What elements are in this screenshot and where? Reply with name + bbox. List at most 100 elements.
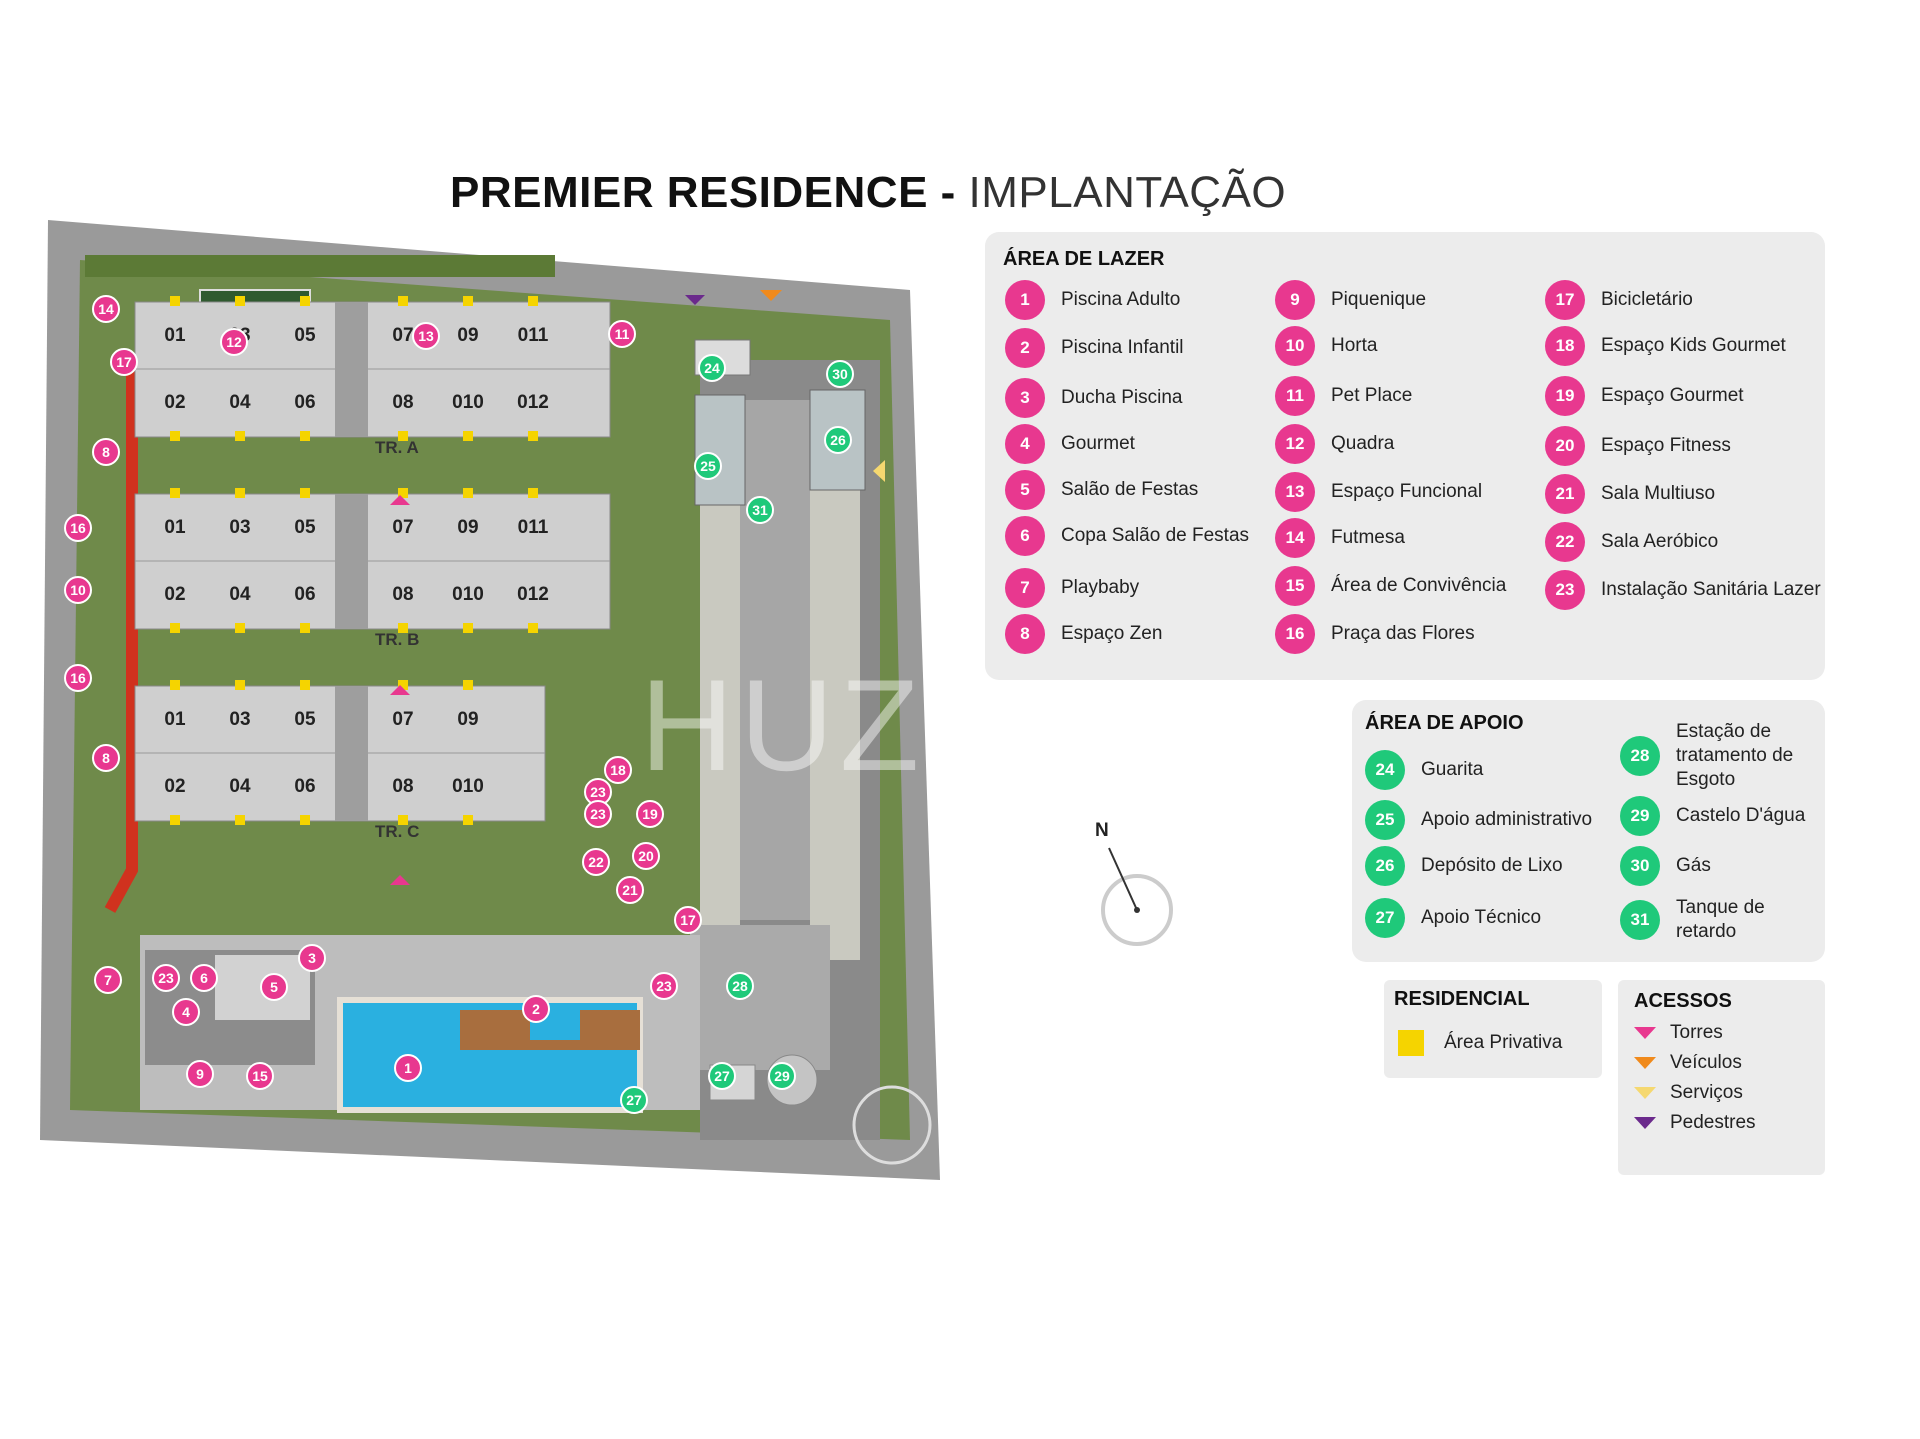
- map-pin[interactable]: 4: [172, 998, 200, 1026]
- private-area-marker: [235, 296, 245, 306]
- tower-a-label: TR. A: [375, 438, 419, 457]
- map-pin[interactable]: 24: [698, 354, 726, 382]
- legend-number: 30: [1620, 846, 1660, 886]
- unit-label: 09: [457, 325, 479, 346]
- map-pin[interactable]: 27: [620, 1086, 648, 1114]
- map-pin[interactable]: 31: [746, 496, 774, 524]
- map-pin[interactable]: 30: [826, 360, 854, 388]
- map-pin[interactable]: 10: [64, 576, 92, 604]
- legend-label: Depósito de Lixo: [1421, 855, 1563, 876]
- legend-label: Espaço Kids Gourmet: [1601, 335, 1786, 356]
- map-pin[interactable]: 23: [584, 800, 612, 828]
- map-pin[interactable]: 15: [246, 1062, 274, 1090]
- map-pin[interactable]: 25: [694, 452, 722, 480]
- private-area-marker: [300, 680, 310, 690]
- compass-label: N: [1095, 820, 1109, 841]
- map-pin[interactable]: 26: [824, 426, 852, 454]
- map-pin[interactable]: 1: [394, 1054, 422, 1082]
- map-pin[interactable]: 27: [708, 1062, 736, 1090]
- legend-label: Espaço Funcional: [1331, 481, 1483, 502]
- map-pin[interactable]: 18: [604, 756, 632, 784]
- private-area-marker: [398, 488, 408, 498]
- legend-number: 6: [1005, 516, 1045, 556]
- private-area-marker: [463, 488, 473, 498]
- title-light: IMPLANTAÇÃO: [968, 168, 1287, 217]
- vehicle-access-marker: [760, 290, 782, 301]
- tower-2-core: [335, 686, 368, 821]
- legend-label: Instalação Sanitária Lazer: [1601, 579, 1821, 600]
- legend-number: 19: [1545, 376, 1585, 416]
- map-pin[interactable]: 8: [92, 438, 120, 466]
- private-area-marker: [300, 431, 310, 441]
- map-pin[interactable]: 6: [190, 964, 218, 992]
- legend-private-area: Área Privativa: [1398, 1030, 1562, 1056]
- unit-label: 02: [164, 392, 186, 413]
- compass-icon: [1101, 847, 1173, 946]
- map-pin[interactable]: 14: [92, 295, 120, 323]
- tower-1-core: [335, 494, 368, 629]
- private-area-marker: [235, 680, 245, 690]
- map-pin[interactable]: 16: [64, 664, 92, 692]
- map-pin[interactable]: 5: [260, 973, 288, 1001]
- map-pin[interactable]: 8: [92, 744, 120, 772]
- map-pin[interactable]: 17: [674, 906, 702, 934]
- map-pin[interactable]: 28: [726, 972, 754, 1000]
- map-pin[interactable]: 9: [186, 1060, 214, 1088]
- unit-label: 010: [452, 392, 484, 413]
- private-area-marker: [528, 488, 538, 498]
- legend-number: 31: [1620, 900, 1660, 940]
- unit-label: 010: [452, 584, 484, 605]
- triangle-icon: [1634, 1027, 1656, 1039]
- unit-label: 06: [294, 776, 316, 797]
- private-area-marker: [463, 680, 473, 690]
- legend-number: 12: [1275, 424, 1315, 464]
- map-pin[interactable]: 23: [650, 972, 678, 1000]
- unit-label: 03: [229, 709, 251, 730]
- map-pin[interactable]: 7: [94, 966, 122, 994]
- private-area-marker: [235, 431, 245, 441]
- legend-number: 8: [1005, 614, 1045, 654]
- map-pin[interactable]: 3: [298, 944, 326, 972]
- legend-label: Guarita: [1421, 759, 1484, 780]
- unit-label: 02: [164, 776, 186, 797]
- map-pin[interactable]: 17: [110, 348, 138, 376]
- site-plan: TR. A TR. B TR. C 0103050709011020406080…: [40, 220, 940, 1190]
- unit-label: 012: [517, 584, 549, 605]
- map-pin[interactable]: 29: [768, 1062, 796, 1090]
- legend-number: 25: [1365, 800, 1405, 840]
- legend-number: 9: [1275, 280, 1315, 320]
- map-pin[interactable]: 21: [616, 876, 644, 904]
- triangle-icon: [1634, 1087, 1656, 1099]
- map-pin[interactable]: 19: [636, 800, 664, 828]
- legend-label: Gás: [1676, 855, 1711, 876]
- legend-label: Apoio Técnico: [1421, 907, 1542, 928]
- legend-label: Ducha Piscina: [1061, 387, 1183, 408]
- parking-slots-right: [810, 400, 860, 960]
- map-pin[interactable]: 13: [412, 322, 440, 350]
- private-area-marker: [528, 431, 538, 441]
- legend-label: Área de Convivência: [1331, 575, 1507, 596]
- unit-label: 012: [517, 392, 549, 413]
- map-pin[interactable]: 20: [632, 842, 660, 870]
- legend-label: Quadra: [1331, 433, 1395, 454]
- acessos-title: ACESSOS: [1634, 990, 1732, 1012]
- map-pin[interactable]: 12: [220, 328, 248, 356]
- map-pin[interactable]: 2: [522, 995, 550, 1023]
- map-pin[interactable]: 23: [152, 964, 180, 992]
- private-area-marker: [463, 431, 473, 441]
- map-pin[interactable]: 22: [582, 848, 610, 876]
- tower-0-core: [335, 302, 368, 437]
- map-pin[interactable]: 11: [608, 320, 636, 348]
- map-pin[interactable]: 16: [64, 514, 92, 542]
- legend-item: 12 Quadra: [1275, 424, 1521, 464]
- legend-label: Piscina Adulto: [1061, 289, 1181, 310]
- tower-a-access-marker: [390, 495, 410, 505]
